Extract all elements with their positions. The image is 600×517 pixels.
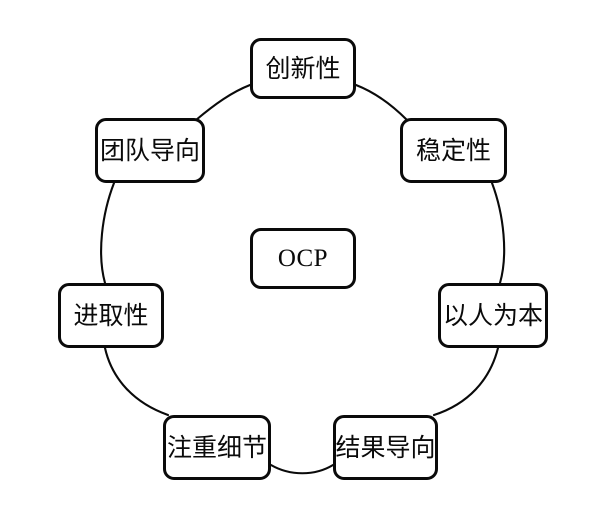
node-attention-to-detail[interactable]: 注重细节 (163, 415, 271, 480)
node-aggressiveness-label: 进取性 (73, 301, 149, 330)
arc-aggressiveness-to-team (100, 181, 116, 285)
node-people-oriented[interactable]: 以人为本 (438, 283, 548, 348)
node-innovation[interactable]: 创新性 (250, 38, 356, 99)
node-stability[interactable]: 稳定性 (400, 118, 507, 183)
node-team-oriented-label: 团队导向 (99, 136, 200, 165)
node-results-oriented[interactable]: 结果导向 (333, 415, 438, 480)
arc-stability-to-people (490, 181, 506, 285)
arc-people-to-results (432, 346, 500, 417)
node-results-oriented-label: 结果导向 (335, 433, 436, 462)
arc-detail-to-aggressiveness (103, 346, 170, 417)
arc-team-to-innovation (194, 83, 252, 122)
arc-results-to-detail (269, 463, 335, 475)
center-node-ocp-label: OCP (277, 244, 329, 272)
node-people-oriented-label: 以人为本 (442, 301, 543, 330)
node-attention-to-detail-label: 注重细节 (166, 433, 267, 462)
node-innovation-label: 创新性 (265, 54, 341, 83)
node-aggressiveness[interactable]: 进取性 (58, 283, 164, 348)
center-node-ocp[interactable]: OCP (250, 228, 356, 289)
node-stability-label: 稳定性 (415, 136, 491, 165)
arc-innovation-to-stability (354, 83, 409, 122)
node-team-oriented[interactable]: 团队导向 (95, 118, 205, 183)
